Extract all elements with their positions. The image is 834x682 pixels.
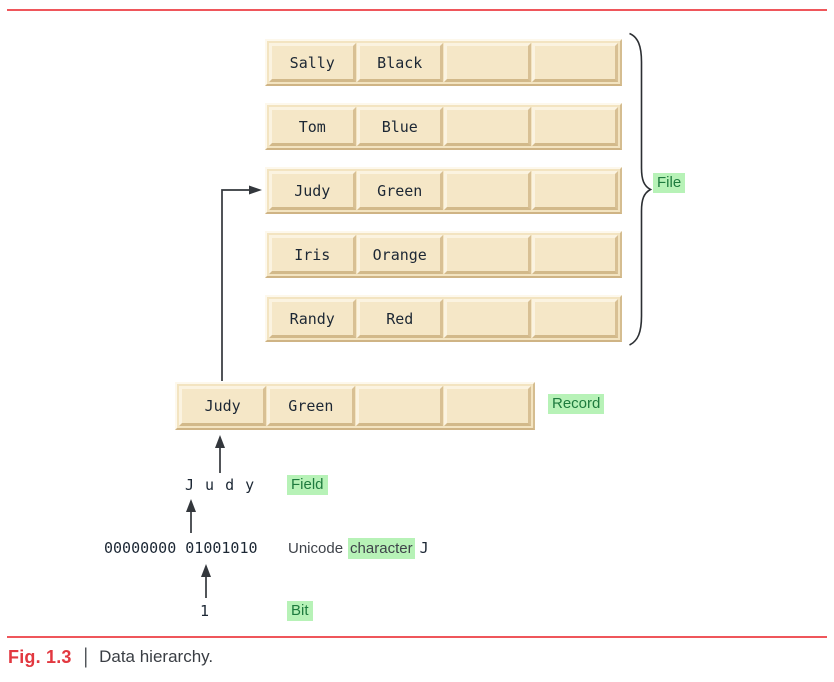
record-cell: Randy <box>269 299 356 338</box>
file-row: Judy Green <box>265 167 622 214</box>
record-bar: Judy Green <box>175 382 535 430</box>
file-row: Iris Orange <box>265 231 622 278</box>
record-cell <box>531 107 618 146</box>
record-cell: Tom <box>269 107 356 146</box>
character-label-letter: J <box>419 539 429 557</box>
record-cell <box>531 43 618 82</box>
record-cell <box>531 235 618 274</box>
record-cell: Iris <box>269 235 356 274</box>
top-rule <box>7 9 827 11</box>
character-label-prefix: Unicode <box>288 540 344 557</box>
record-cell <box>444 299 531 338</box>
file-row: Sally Black <box>265 39 622 86</box>
file-label: File <box>653 173 686 193</box>
file-brace-icon <box>629 32 653 346</box>
record-cell <box>355 386 443 426</box>
record-cell <box>443 386 531 426</box>
arrowhead-up-icon <box>186 499 196 512</box>
record-label: Record <box>548 394 605 414</box>
record-cell: Sally <box>269 43 356 82</box>
record-cell: Orange <box>356 235 443 274</box>
figure-number: Fig. 1.3 <box>8 646 72 667</box>
arrowhead-up-icon <box>215 435 225 448</box>
bottom-rule <box>7 636 827 638</box>
record-cell <box>444 107 531 146</box>
field-label: Field <box>287 475 328 495</box>
record-cell <box>531 299 618 338</box>
record-cell: Green <box>356 171 443 210</box>
caption-text: Data hierarchy. <box>99 647 214 666</box>
record-cell <box>444 235 531 274</box>
record-cell: Judy <box>269 171 356 210</box>
record-cell <box>531 171 618 210</box>
bit-label: Bit <box>287 601 313 621</box>
arrowhead-right-icon <box>249 185 262 195</box>
file-row: Randy Red <box>265 295 622 342</box>
arrowhead-up-icon <box>201 564 211 577</box>
caption-divider: | <box>83 645 88 668</box>
character-binary-value: 00000000 01001010 <box>104 539 258 557</box>
character-label: Unicode character J <box>288 538 429 559</box>
record-cell: Blue <box>356 107 443 146</box>
record-cell <box>444 171 531 210</box>
arrow-record-to-file-row <box>221 189 250 381</box>
bit-value: 1 <box>200 602 210 620</box>
character-label-highlight: character <box>348 538 415 559</box>
record-cell: Red <box>356 299 443 338</box>
file-row: Tom Blue <box>265 103 622 150</box>
record-cell: Black <box>356 43 443 82</box>
record-cell: Judy <box>179 386 267 426</box>
figure-caption: Fig. 1.3 | Data hierarchy. <box>8 645 213 669</box>
field-value: J u d y <box>185 476 256 494</box>
record-cell: Green <box>267 386 355 426</box>
record-cell <box>444 43 531 82</box>
